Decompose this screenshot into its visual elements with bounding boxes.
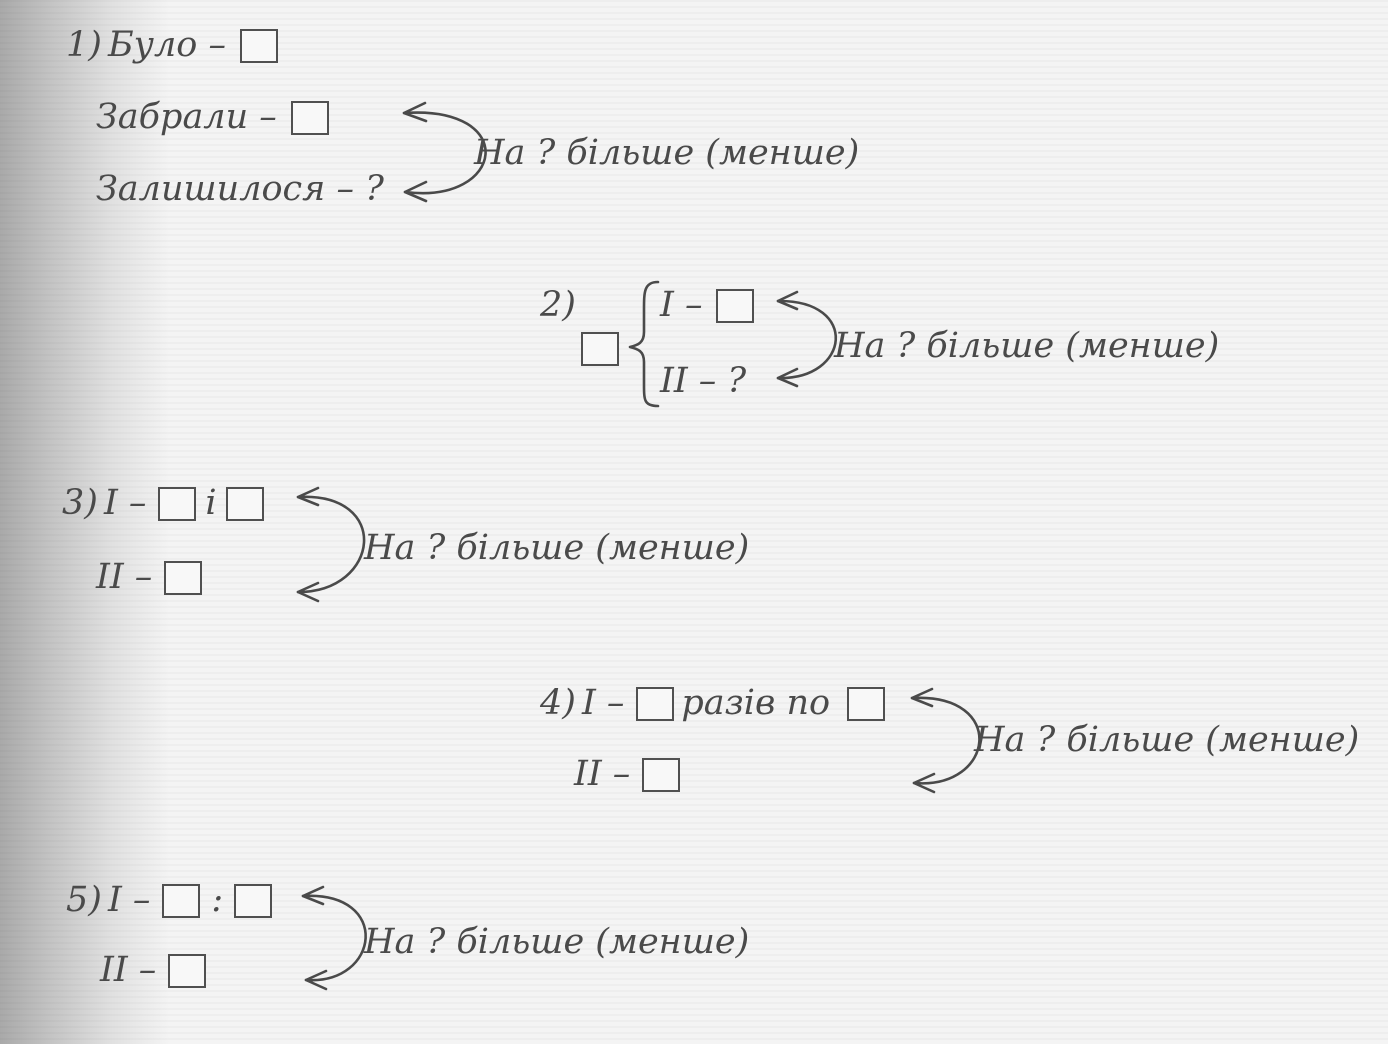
scheme-1-row-was: 1) Було – — [66, 28, 281, 63]
scheme-1-question: На ? більше (менше) — [474, 133, 860, 173]
comparison-arc — [776, 299, 838, 380]
blank-box — [168, 953, 207, 988]
comparison-arc — [296, 495, 366, 594]
scheme-3-second-label: II – — [96, 557, 153, 597]
scheme-5-row-second: II – — [100, 953, 209, 988]
blank-box — [164, 560, 203, 595]
arrowhead-top — [776, 290, 799, 311]
scheme-1-left-label: Залишилося – ? — [96, 169, 384, 209]
arrowhead-bottom — [403, 180, 428, 203]
comparison-arc — [910, 696, 981, 785]
blank-box — [847, 686, 886, 721]
blank-box — [225, 486, 264, 521]
arrowhead-top — [301, 885, 325, 906]
blank-box — [239, 28, 278, 63]
arrowhead-bottom — [296, 581, 320, 603]
scheme-2-second-label: II – ? — [660, 361, 747, 401]
scheme-4-number: 4) — [540, 683, 576, 723]
scheme-4-question: На ? більше (менше) — [974, 720, 1360, 760]
blank-box-total — [581, 332, 619, 366]
scheme-4-second-label: II – — [574, 754, 631, 794]
comparison-arc — [402, 111, 487, 195]
scheme-5-number: 5) — [66, 880, 102, 920]
blank-box — [234, 883, 273, 918]
scheme-2-first-label: I – — [660, 285, 703, 325]
scheme-3-and: і — [205, 483, 217, 523]
scheme-3-first-label: I – — [103, 483, 147, 523]
scheme-1-row-taken: Забрали – — [96, 100, 332, 135]
scheme-5-row-first: 5) I – : — [66, 883, 275, 918]
scheme-3-number: 3) — [62, 483, 98, 523]
scheme-5-second-label: II – — [100, 950, 157, 990]
scheme-4-row-first: 4) I – разів по — [540, 686, 888, 721]
scheme-3-row-second: II – — [96, 560, 205, 595]
arrowhead-top — [910, 687, 934, 708]
scheme-4-first-label: I – — [581, 683, 625, 723]
scheme-2-row-first: I – — [660, 288, 757, 323]
scheme-1-row-left: Залишилося – ? — [96, 172, 384, 207]
blank-box — [290, 100, 329, 135]
scheme-1-taken-label: Забрали – — [96, 97, 277, 137]
blank-box — [162, 883, 201, 918]
comparison-arc — [301, 894, 367, 982]
arrowhead-top — [402, 101, 428, 123]
arrowhead-bottom — [912, 772, 936, 794]
scheme-4-row-second: II – — [574, 757, 683, 792]
arrowhead-bottom — [776, 367, 799, 388]
blank-box — [716, 288, 755, 323]
scheme-3-question: На ? більше (менше) — [364, 528, 750, 568]
blank-box — [158, 486, 197, 521]
scheme-1-number: 1) — [66, 25, 102, 65]
scheme-5-first-label: I – — [107, 880, 151, 920]
scheme-2-number: 2) — [540, 285, 576, 325]
blank-box — [636, 686, 675, 721]
arrowhead-top — [296, 486, 320, 507]
scheme-2-question: На ? більше (менше) — [834, 326, 1220, 366]
brace — [628, 280, 660, 408]
scheme-2-row-second: II – ? — [660, 364, 746, 399]
scheme-1-was-label: Було – — [107, 25, 226, 65]
scheme-3-row-first: 3) I – і — [62, 486, 267, 521]
scheme-5-colon: : — [211, 880, 224, 920]
arrowhead-bottom — [304, 969, 328, 991]
blank-box — [642, 757, 681, 792]
scheme-5-question: На ? більше (менше) — [364, 922, 750, 962]
scheme-4-times-by: разів по — [681, 683, 831, 723]
page-shadow — [0, 0, 170, 1044]
